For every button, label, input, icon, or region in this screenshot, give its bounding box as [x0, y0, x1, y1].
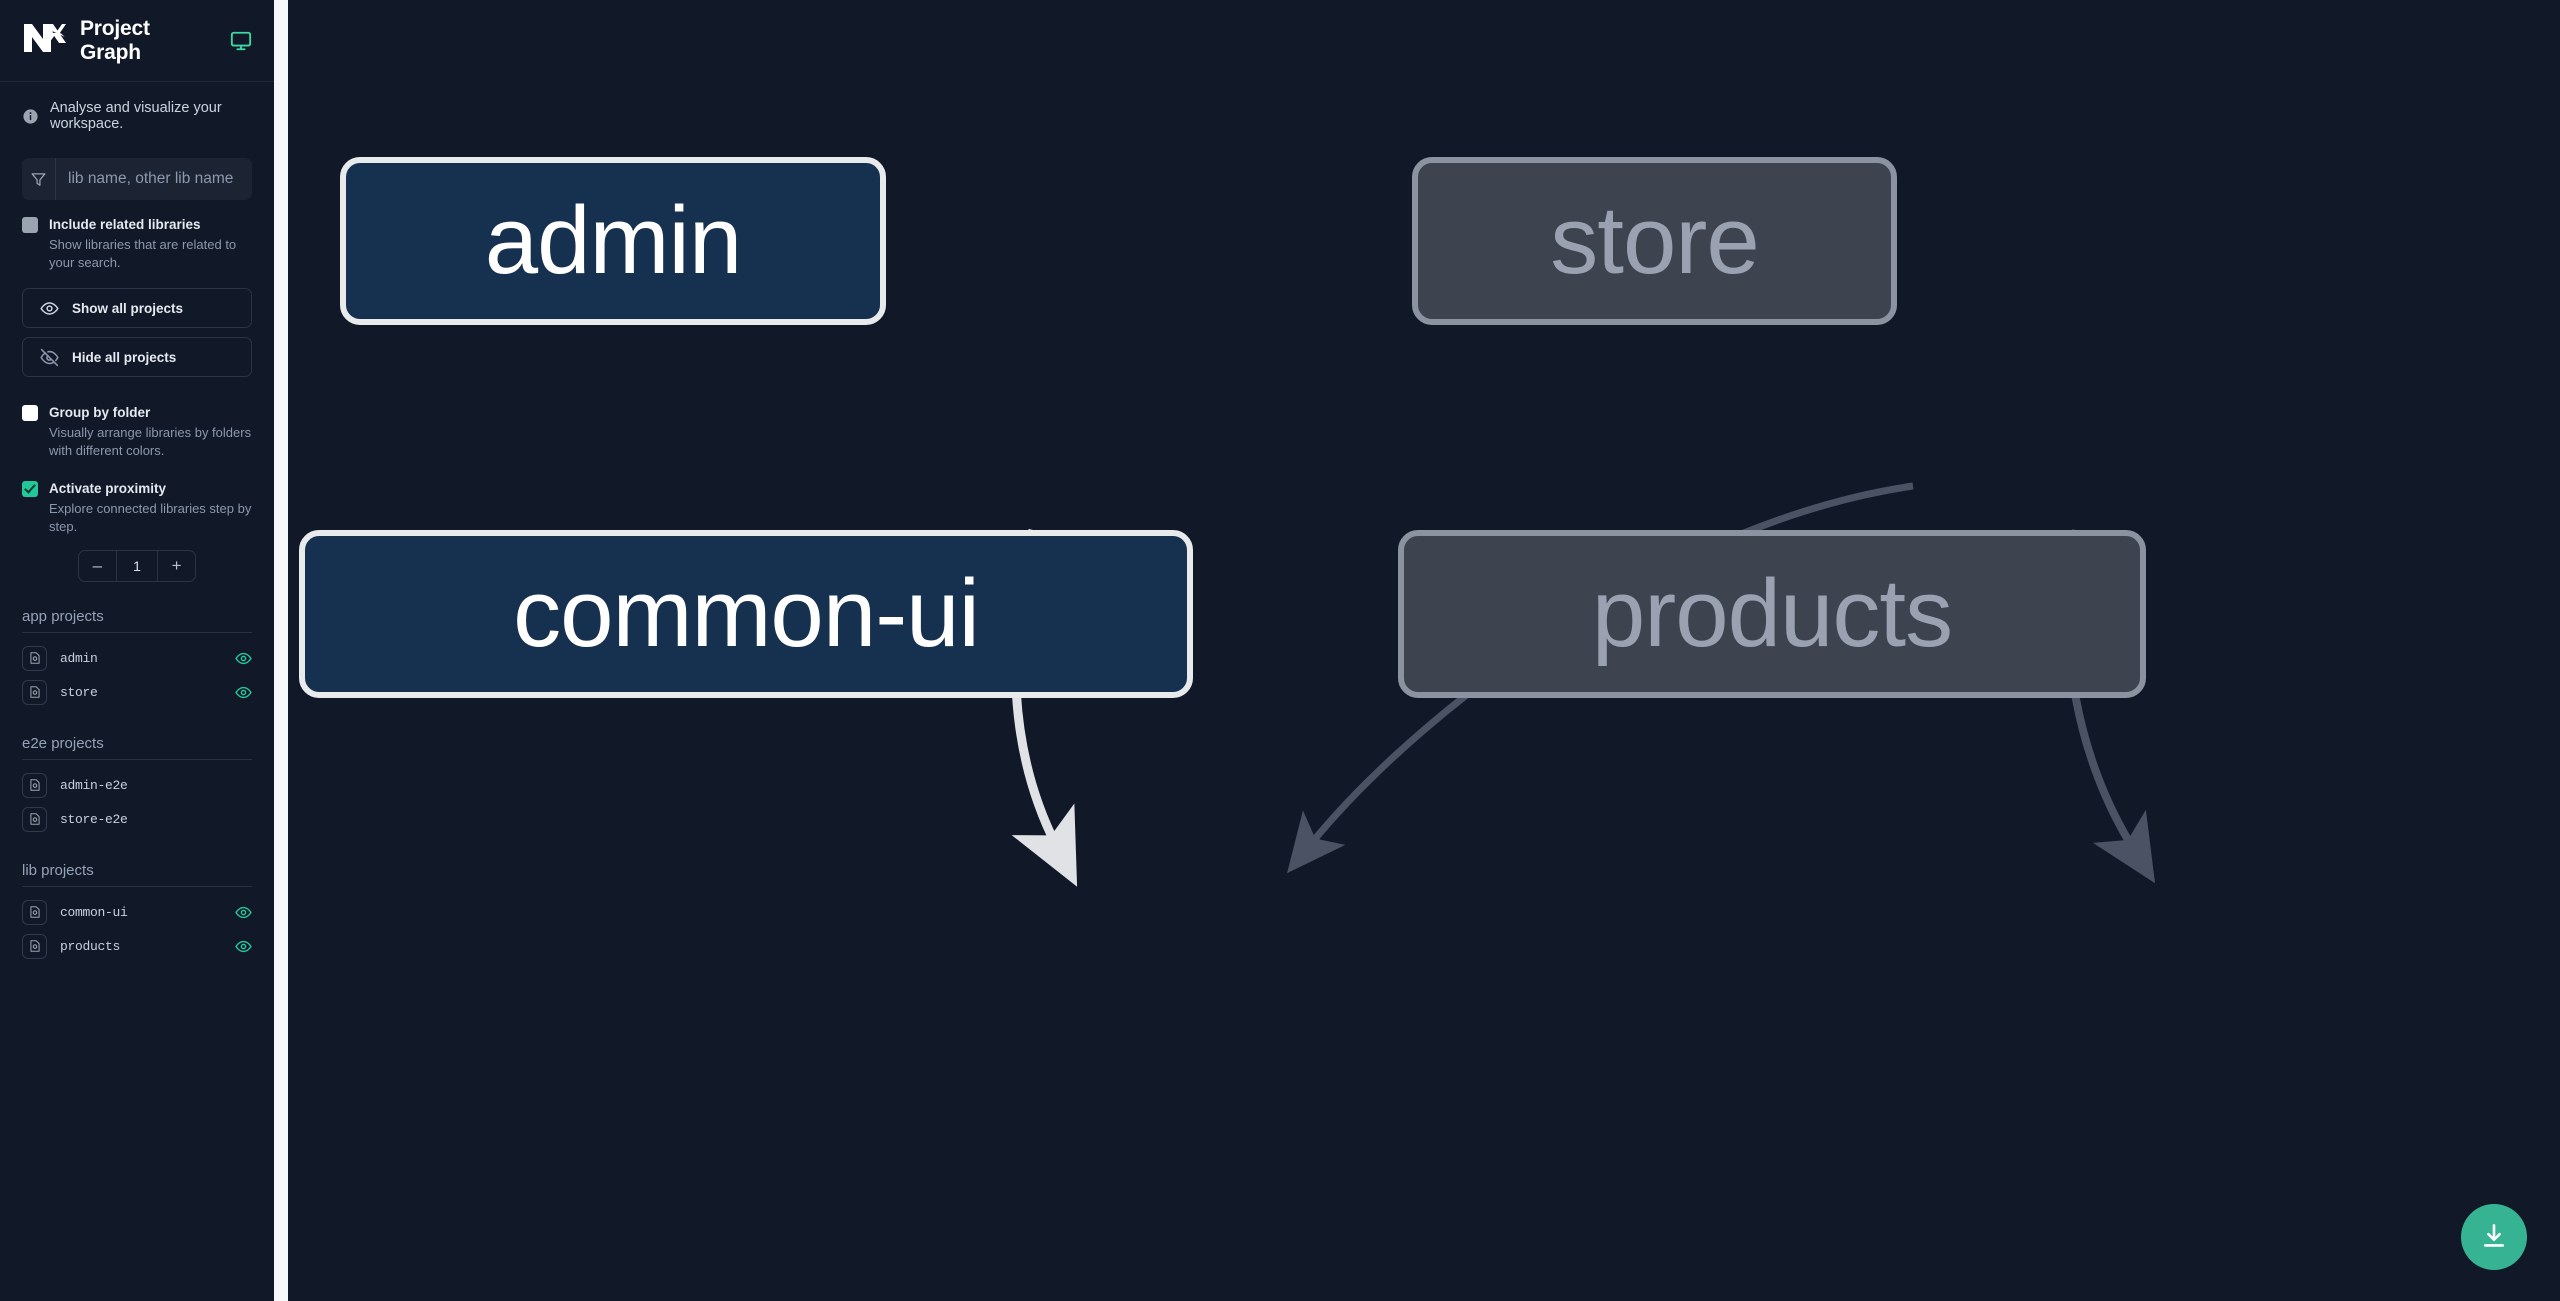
graph-node-admin[interactable]: admin	[340, 157, 886, 325]
tagline: Analyse and visualize your workspace.	[0, 82, 274, 146]
graph-node-label: store	[1550, 187, 1759, 294]
page-title: Project Graph	[80, 16, 150, 64]
sidebar-header: Project Graph	[0, 0, 274, 82]
download-graph-button[interactable]	[2461, 1204, 2527, 1270]
include-related-checkbox[interactable]	[22, 217, 38, 233]
project-row-store[interactable]: store	[22, 675, 252, 709]
sidebar: Project Graph Analyse and visualize your…	[0, 0, 274, 1301]
project-row-admin[interactable]: admin	[22, 641, 252, 675]
show-all-projects-button[interactable]: Show all projects	[22, 288, 252, 329]
option-label: Activate proximity	[49, 480, 167, 496]
search-input[interactable]	[56, 158, 252, 200]
project-chip-icon	[22, 679, 47, 705]
project-row-products[interactable]: products	[22, 929, 252, 963]
proximity-value: 1	[115, 551, 159, 582]
graph-node-common-ui[interactable]: common-ui	[299, 530, 1193, 698]
project-name: admin-e2e	[60, 777, 128, 793]
option-label: Include related libraries	[49, 217, 201, 232]
graph-node-label: products	[1591, 560, 1953, 667]
visibility-button-group: Show all projects Hide all projects	[22, 288, 252, 378]
option-description: Explore connected libraries step by step…	[49, 500, 252, 534]
project-group-lib: lib projects common-ui	[22, 862, 252, 963]
eye-icon	[40, 299, 59, 318]
project-name: products	[60, 938, 121, 954]
project-group-e2e: e2e projects admin-e2e stor	[22, 735, 252, 836]
group-by-folder-checkbox[interactable]	[22, 405, 38, 422]
download-icon	[2479, 1221, 2509, 1254]
group-title: app projects	[22, 608, 252, 634]
project-name: common-ui	[60, 904, 128, 920]
monitor-icon[interactable]	[230, 30, 252, 52]
project-chip-icon	[22, 645, 47, 671]
funnel-icon	[22, 158, 56, 200]
proximity-increment-button[interactable]: +	[158, 551, 195, 581]
graph-node-label: common-ui	[513, 560, 980, 667]
sidebar-divider[interactable]	[274, 0, 288, 1301]
graph-node-store[interactable]: store	[1412, 157, 1897, 325]
info-icon	[22, 108, 39, 125]
project-row-common-ui[interactable]: common-ui	[22, 895, 252, 929]
project-name: admin	[60, 650, 98, 666]
project-chip-icon	[22, 933, 47, 959]
option-group-by-folder[interactable]: Group by folder Visually arrange librari…	[22, 397, 252, 460]
option-activate-proximity[interactable]: Activate proximity Explore connected lib…	[22, 473, 252, 536]
group-title: lib projects	[22, 862, 252, 888]
project-name: store	[60, 684, 98, 700]
graph-node-label: admin	[484, 187, 742, 294]
eye-icon[interactable]	[235, 938, 252, 955]
project-group-app: app projects admin	[22, 608, 252, 709]
proximity-stepper[interactable]: – 1 +	[78, 550, 196, 583]
search-field[interactable]	[22, 158, 252, 200]
hide-all-projects-label: Hide all projects	[72, 349, 177, 365]
eye-icon[interactable]	[235, 650, 252, 667]
hide-all-projects-button[interactable]: Hide all projects	[22, 337, 252, 378]
option-include-related-libraries[interactable]: Include related libraries Show libraries…	[22, 209, 252, 272]
option-description: Visually arrange libraries by folders wi…	[49, 425, 252, 459]
eye-icon[interactable]	[235, 684, 252, 701]
activate-proximity-checkbox[interactable]	[22, 480, 38, 497]
eye-off-icon	[40, 348, 59, 367]
project-chip-icon	[22, 899, 47, 925]
proximity-decrement-button[interactable]: –	[79, 551, 116, 581]
project-chip-icon	[22, 772, 47, 798]
graph-node-products[interactable]: products	[1398, 530, 2146, 698]
project-name: store-e2e	[60, 811, 128, 827]
group-title: e2e projects	[22, 735, 252, 761]
project-chip-icon	[22, 806, 47, 832]
project-row-store-e2e[interactable]: store-e2e	[22, 802, 252, 836]
eye-icon[interactable]	[235, 904, 252, 921]
graph-canvas[interactable]: admin store common-ui products	[288, 0, 2560, 1301]
sidebar-body: Include related libraries Show libraries…	[0, 146, 274, 963]
option-description: Show libraries that are related to your …	[49, 236, 237, 271]
project-row-admin-e2e[interactable]: admin-e2e	[22, 768, 252, 802]
nx-logo-icon	[22, 21, 66, 61]
show-all-projects-label: Show all projects	[72, 300, 184, 316]
tagline-text: Analyse and visualize your workspace.	[50, 100, 222, 132]
option-label: Group by folder	[49, 405, 151, 421]
